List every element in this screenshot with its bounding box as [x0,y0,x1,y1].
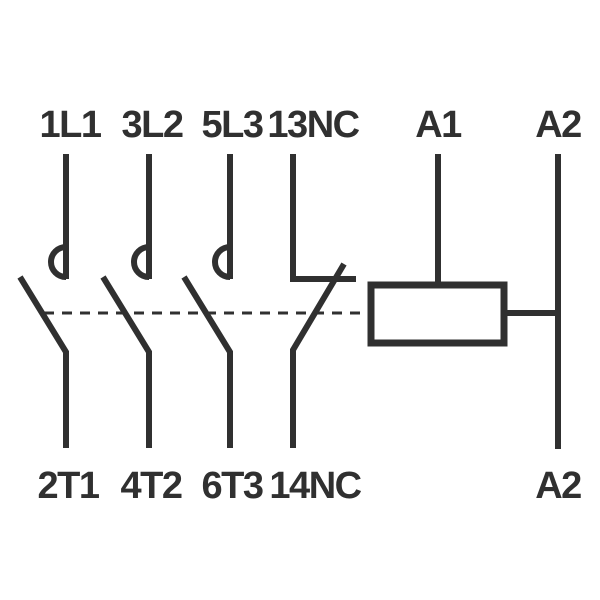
terminal-label-top-pole1: 1L1 [40,104,102,146]
main-pole-2: 3L2 4T2 [100,104,184,507]
terminal-label-top-pole3: 5L3 [202,104,263,146]
terminal-label-top-aux: 13NC [267,104,359,146]
aux-moving-contact-line [290,262,347,448]
main-pole-3: 5L3 6T3 [181,104,264,507]
pole3-moving-contact-line [181,275,233,448]
pole1-moving-contact-line [17,275,69,448]
coil-box-icon [367,281,508,347]
aux-fixed-contact-bar [290,154,356,282]
main-pole-1: 1L1 2T1 [17,104,103,507]
terminal-label-a2-top: A2 [535,104,581,146]
pole1-fixed-contact-arc-icon [48,244,67,280]
pole2-fixed-contact-arc-icon [131,244,150,280]
terminal-label-a2-bottom: A2 [535,465,581,507]
terminal-label-a1: A1 [415,104,462,146]
pole2-moving-contact-line [100,275,152,448]
terminal-label-bottom-pole2: 4T2 [121,465,182,507]
terminal-label-bottom-pole1: 2T1 [38,465,100,507]
terminal-label-bottom-aux: 14NC [269,465,361,507]
pole3-fixed-contact-arc-icon [212,244,231,280]
aux-contact-nc: 13NC 14NC [267,104,363,507]
coil-circuit: A1 A2 A2 [367,104,583,507]
terminal-label-top-pole2: 3L2 [122,104,183,146]
terminal-label-bottom-pole3: 6T3 [202,465,263,507]
